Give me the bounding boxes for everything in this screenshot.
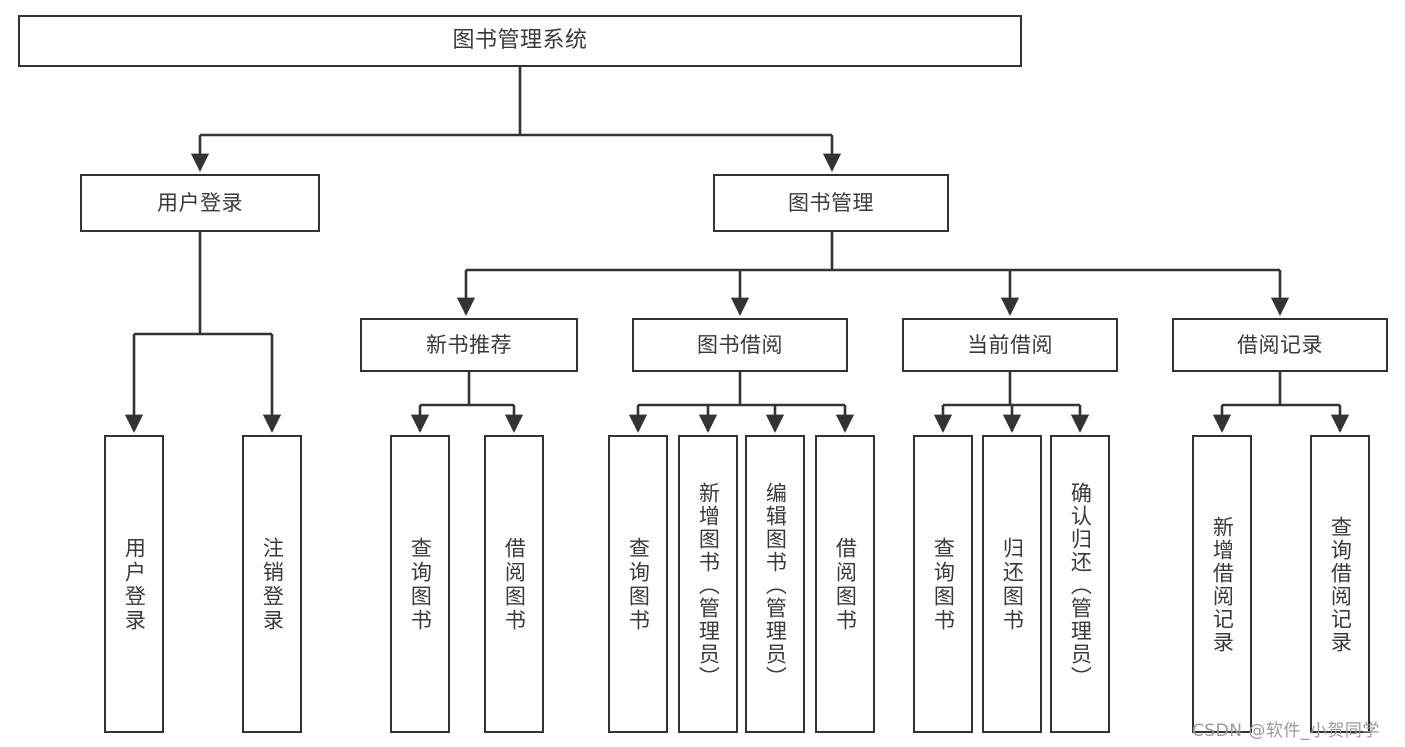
leaf-query-book-current-label: 查询图书 — [931, 537, 956, 633]
leaf-confirm-return-admin-label: 确认归还（管理员） — [1068, 481, 1093, 689]
leaf-return-book-label: 归还图书 — [1000, 537, 1025, 633]
node-book-borrow[interactable]: 图书借阅 — [632, 318, 848, 372]
leaf-add-borrow-record-label: 新增借阅记录 — [1210, 516, 1235, 654]
edges-group — [124, 67, 1350, 433]
leaf-return-book[interactable]: 归还图书 — [982, 435, 1042, 733]
leaf-borrow-book-recommend[interactable]: 借阅图书 — [484, 435, 544, 733]
leaf-query-book-borrow[interactable]: 查询图书 — [608, 435, 668, 733]
node-current-borrow[interactable]: 当前借阅 — [902, 318, 1118, 372]
node-root-label: 图书管理系统 — [452, 28, 588, 54]
node-new-book-recommend[interactable]: 新书推荐 — [360, 318, 578, 372]
node-new-book-recommend-label: 新书推荐 — [426, 332, 512, 357]
leaf-edit-book-admin[interactable]: 编辑图书（管理员） — [745, 435, 805, 733]
csdn-watermark-text: CSDN @软件_小贺同学 — [1192, 721, 1380, 741]
leaf-query-book-recommend-label: 查询图书 — [408, 537, 433, 633]
node-borrow-record[interactable]: 借阅记录 — [1172, 318, 1388, 372]
node-borrow-record-label: 借阅记录 — [1237, 332, 1323, 357]
leaf-logout-label: 注销登录 — [260, 537, 285, 633]
node-current-borrow-label: 当前借阅 — [967, 332, 1053, 357]
leaf-query-book-current[interactable]: 查询图书 — [913, 435, 973, 733]
node-book-management[interactable]: 图书管理 — [713, 174, 949, 232]
leaf-borrow-book[interactable]: 借阅图书 — [815, 435, 875, 733]
leaf-user-login[interactable]: 用户登录 — [104, 435, 164, 733]
leaf-query-book-recommend[interactable]: 查询图书 — [390, 435, 450, 733]
leaf-query-borrow-record[interactable]: 查询借阅记录 — [1310, 435, 1370, 733]
node-user-login[interactable]: 用户登录 — [80, 174, 320, 232]
node-root[interactable]: 图书管理系统 — [18, 15, 1022, 67]
csdn-watermark: CSDN @软件_小贺同学 — [1192, 716, 1380, 741]
node-book-management-label: 图书管理 — [788, 190, 874, 215]
leaf-confirm-return-admin[interactable]: 确认归还（管理员） — [1050, 435, 1110, 733]
node-user-login-label: 用户登录 — [157, 190, 243, 215]
leaf-add-book-admin-label: 新增图书（管理员） — [696, 481, 721, 689]
leaf-add-borrow-record[interactable]: 新增借阅记录 — [1192, 435, 1252, 733]
leaf-borrow-book-label: 借阅图书 — [833, 537, 858, 633]
leaf-edit-book-admin-label: 编辑图书（管理员） — [763, 481, 788, 689]
leaf-user-login-label: 用户登录 — [122, 537, 147, 633]
node-book-borrow-label: 图书借阅 — [697, 332, 783, 357]
leaf-add-book-admin[interactable]: 新增图书（管理员） — [678, 435, 738, 733]
leaf-query-book-borrow-label: 查询图书 — [626, 537, 651, 633]
leaf-query-borrow-record-label: 查询借阅记录 — [1328, 516, 1353, 654]
leaf-borrow-book-recommend-label: 借阅图书 — [502, 537, 527, 633]
leaf-logout[interactable]: 注销登录 — [242, 435, 302, 733]
